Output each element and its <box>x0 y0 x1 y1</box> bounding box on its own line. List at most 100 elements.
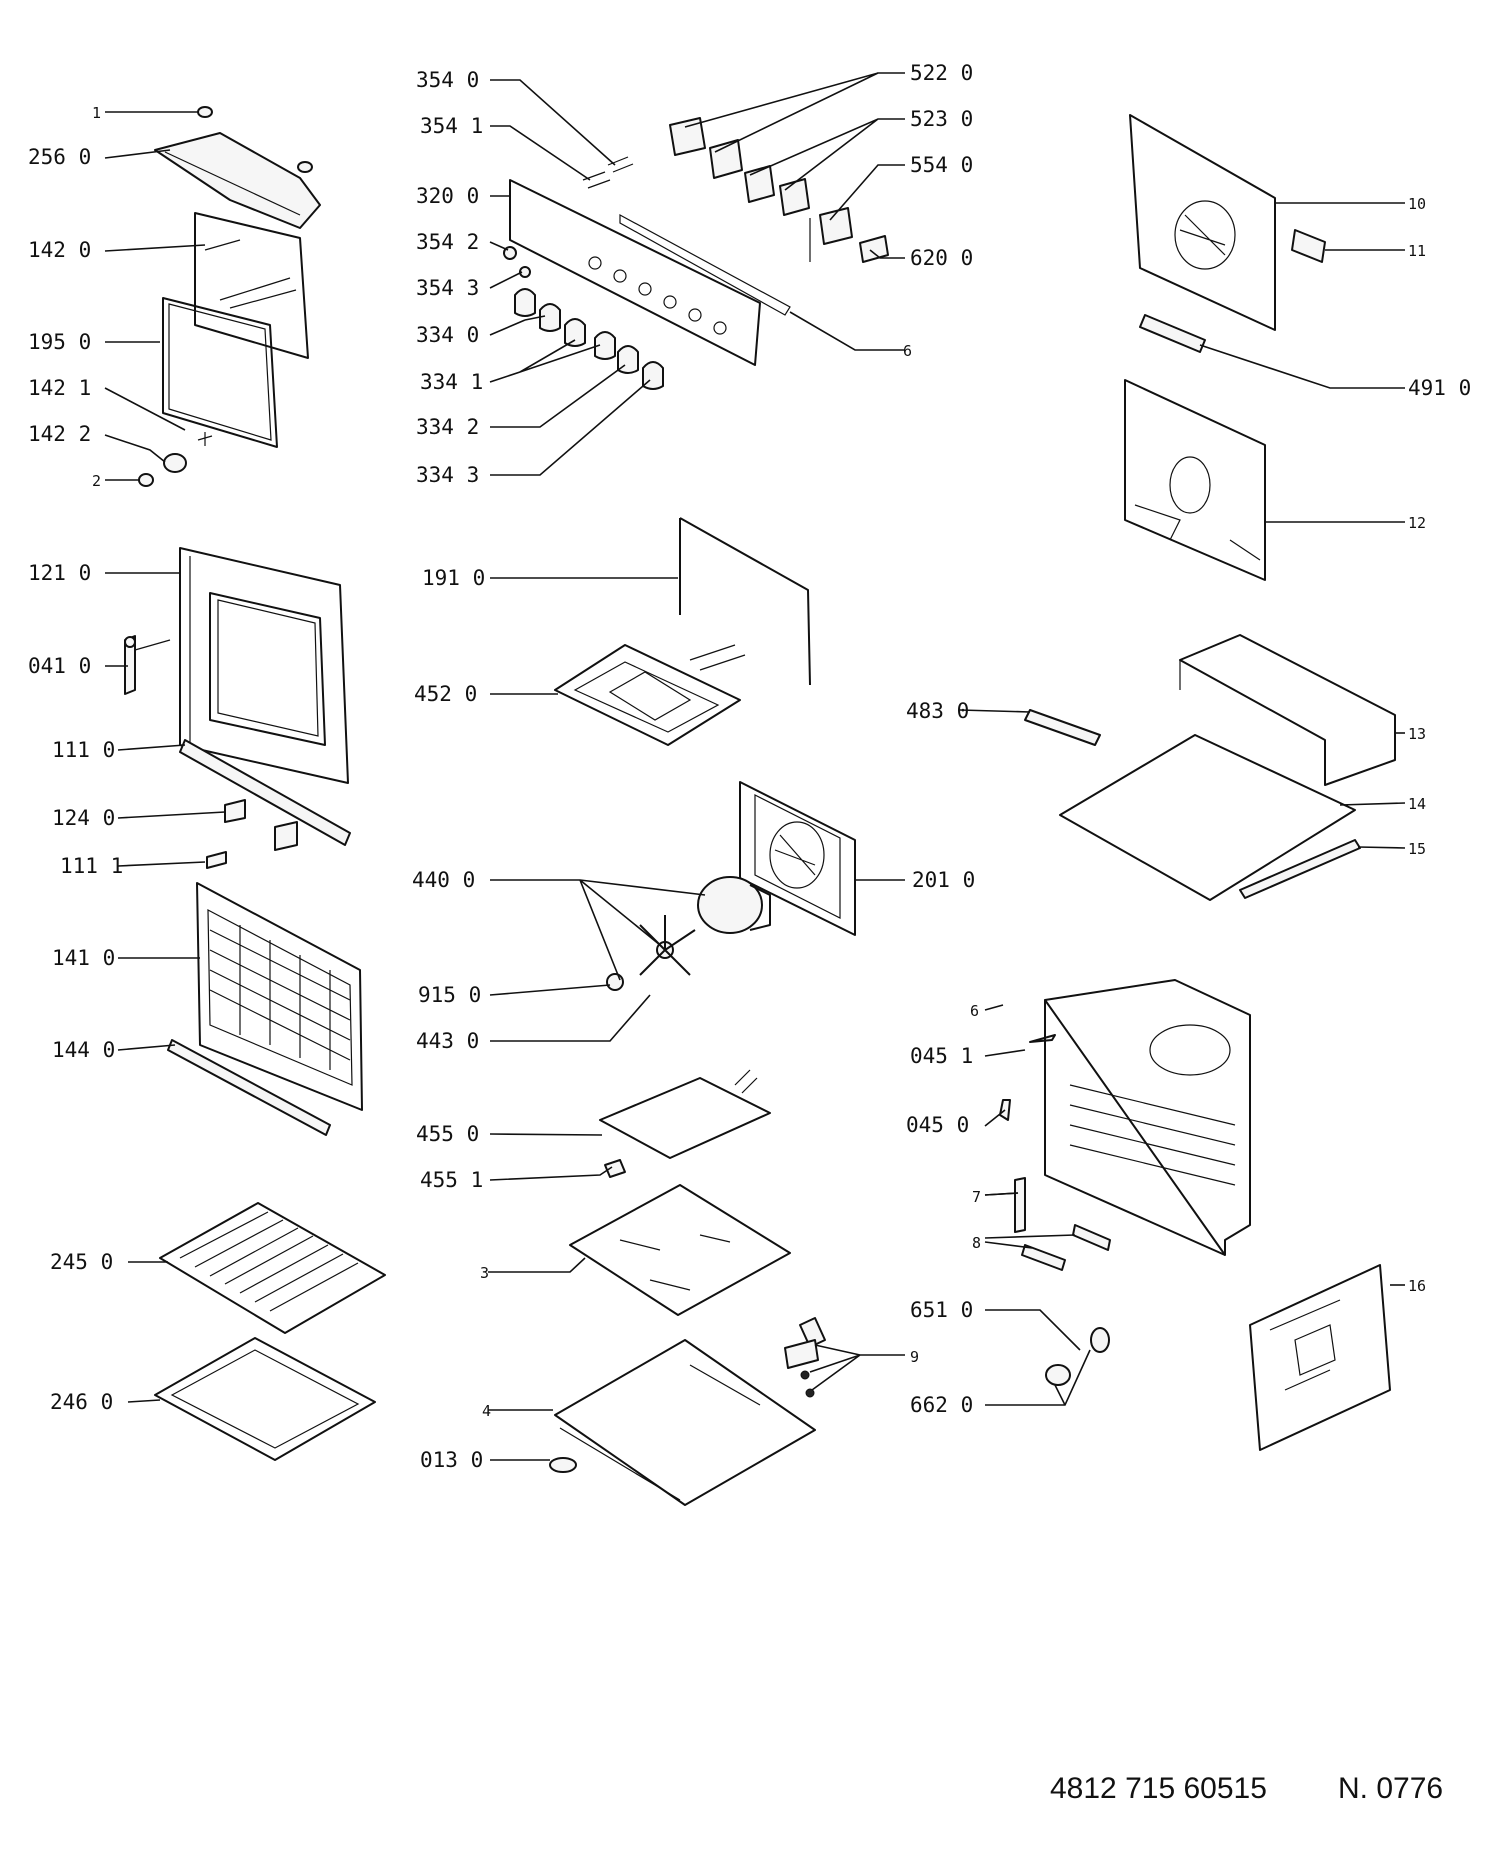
wire-shelf <box>159 1202 386 1334</box>
callout-13: 13 <box>1408 725 1426 743</box>
control-panel-fascia <box>509 179 791 366</box>
control-heater-483 <box>1024 709 1101 746</box>
callout-2: 2 <box>92 472 101 490</box>
grill-element <box>554 644 746 746</box>
cooling-fan-small <box>1291 229 1326 263</box>
callout-14: 14 <box>1408 795 1426 813</box>
callout-9: 9 <box>910 1348 919 1366</box>
callout-354-3: 354 3 <box>416 276 479 300</box>
callout-7: 7 <box>972 1188 981 1206</box>
callout-651-0: 651 0 <box>910 1298 973 1322</box>
callout-246-0: 246 0 <box>50 1390 113 1414</box>
footer-part-number: 4812 715 60515 <box>1050 1772 1267 1805</box>
callout-121-0: 121 0 <box>28 561 91 585</box>
fan-motor <box>697 876 771 934</box>
callout-041-0: 041 0 <box>28 654 91 678</box>
callout-483-0: 483 0 <box>906 699 969 723</box>
callout-354-2: 354 2 <box>416 230 479 254</box>
top-panel-14 <box>1059 734 1356 901</box>
switches-block <box>669 117 889 263</box>
callout-12: 12 <box>1408 514 1426 532</box>
outer-door-glass <box>196 882 363 1111</box>
door-handle-trim <box>179 739 351 869</box>
door-top-trim-group <box>154 106 321 229</box>
callout-6-lower: 6 <box>970 1002 979 1020</box>
callout-334-2: 334 2 <box>416 415 479 439</box>
glass-fasteners <box>138 432 213 487</box>
callout-662-0: 662 0 <box>910 1393 973 1417</box>
callout-8: 8 <box>972 1234 981 1252</box>
door-hinges-right <box>999 1034 1111 1271</box>
rear-back-panel <box>1129 114 1276 331</box>
callout-142-2: 142 2 <box>28 422 91 446</box>
back-panel-16 <box>1249 1264 1391 1451</box>
callout-554-0: 554 0 <box>910 153 973 177</box>
top-cover-13 <box>1179 634 1396 786</box>
callout-452-0: 452 0 <box>414 682 477 706</box>
callout-3: 3 <box>480 1264 489 1282</box>
callout-334-3: 334 3 <box>416 463 479 487</box>
lamp-and-bracket <box>784 1317 1110 1398</box>
callout-013-0: 013 0 <box>420 1448 483 1472</box>
door-hinge-left <box>124 635 171 695</box>
oven-cavity <box>1044 979 1251 1256</box>
callout-15: 15 <box>1408 840 1426 858</box>
callout-320-0: 320 0 <box>416 184 479 208</box>
callout-195-0: 195 0 <box>28 330 91 354</box>
callout-915-0: 915 0 <box>418 983 481 1007</box>
callout-334-0: 334 0 <box>416 323 479 347</box>
callout-111-1: 111 1 <box>60 854 123 878</box>
callout-124-0: 124 0 <box>52 806 115 830</box>
leader-lines <box>104 72 1406 1461</box>
callout-1: 1 <box>92 104 101 122</box>
door-bottom-trim <box>167 1039 331 1136</box>
callout-144-0: 144 0 <box>52 1038 115 1062</box>
callout-4: 4 <box>482 1402 491 1420</box>
rear-fan-cover <box>739 781 856 936</box>
callout-245-0: 245 0 <box>50 1250 113 1274</box>
control-panel-fasteners <box>503 156 634 278</box>
callout-111-0: 111 0 <box>52 738 115 762</box>
callout-440-0: 440 0 <box>412 868 475 892</box>
control-knobs <box>514 288 664 390</box>
callout-141-0: 141 0 <box>52 946 115 970</box>
callout-045-0: 045 0 <box>906 1113 969 1137</box>
side-frame <box>1124 379 1266 581</box>
callout-455-0: 455 0 <box>416 1122 479 1146</box>
callout-142-0: 142 0 <box>28 238 91 262</box>
callout-11: 11 <box>1408 242 1426 260</box>
cavity-floor-panel <box>569 1184 791 1316</box>
callout-523-0: 523 0 <box>910 107 973 131</box>
callout-labels: 1 256 0 142 0 195 0 142 1 142 2 2 121 0 … <box>28 61 1471 1472</box>
callout-201-0: 201 0 <box>912 868 975 892</box>
fan-blade <box>606 915 696 991</box>
base-plate <box>549 1339 816 1506</box>
door-glass-inner <box>194 212 309 359</box>
callout-620-0: 620 0 <box>910 246 973 270</box>
callout-045-1: 045 1 <box>910 1044 973 1068</box>
callout-10: 10 <box>1408 195 1426 213</box>
callout-491-0: 491 0 <box>1408 376 1471 400</box>
callout-354-1: 354 1 <box>420 114 483 138</box>
callout-6-upper: 6 <box>903 342 912 360</box>
terminal-block <box>1139 314 1206 353</box>
bottom-heater <box>599 1069 771 1178</box>
rear-heater-element <box>679 517 811 686</box>
footer-edition: N. 0776 <box>1338 1772 1443 1805</box>
callout-522-0: 522 0 <box>910 61 973 85</box>
callout-443-0: 443 0 <box>416 1029 479 1053</box>
front-trim-15 <box>1239 839 1361 899</box>
footer: 4812 715 60515 N. 0776 <box>1050 1772 1443 1805</box>
inner-door-frame <box>179 547 349 784</box>
callout-334-1: 334 1 <box>420 370 483 394</box>
door-glass-seal <box>162 297 278 448</box>
baking-tray <box>154 1337 376 1461</box>
callout-142-1: 142 1 <box>28 376 91 400</box>
callout-455-1: 455 1 <box>420 1168 483 1192</box>
callout-191-0: 191 0 <box>422 566 485 590</box>
callout-256-0: 256 0 <box>28 145 91 169</box>
callout-16: 16 <box>1408 1277 1426 1295</box>
callout-354-0: 354 0 <box>416 68 479 92</box>
